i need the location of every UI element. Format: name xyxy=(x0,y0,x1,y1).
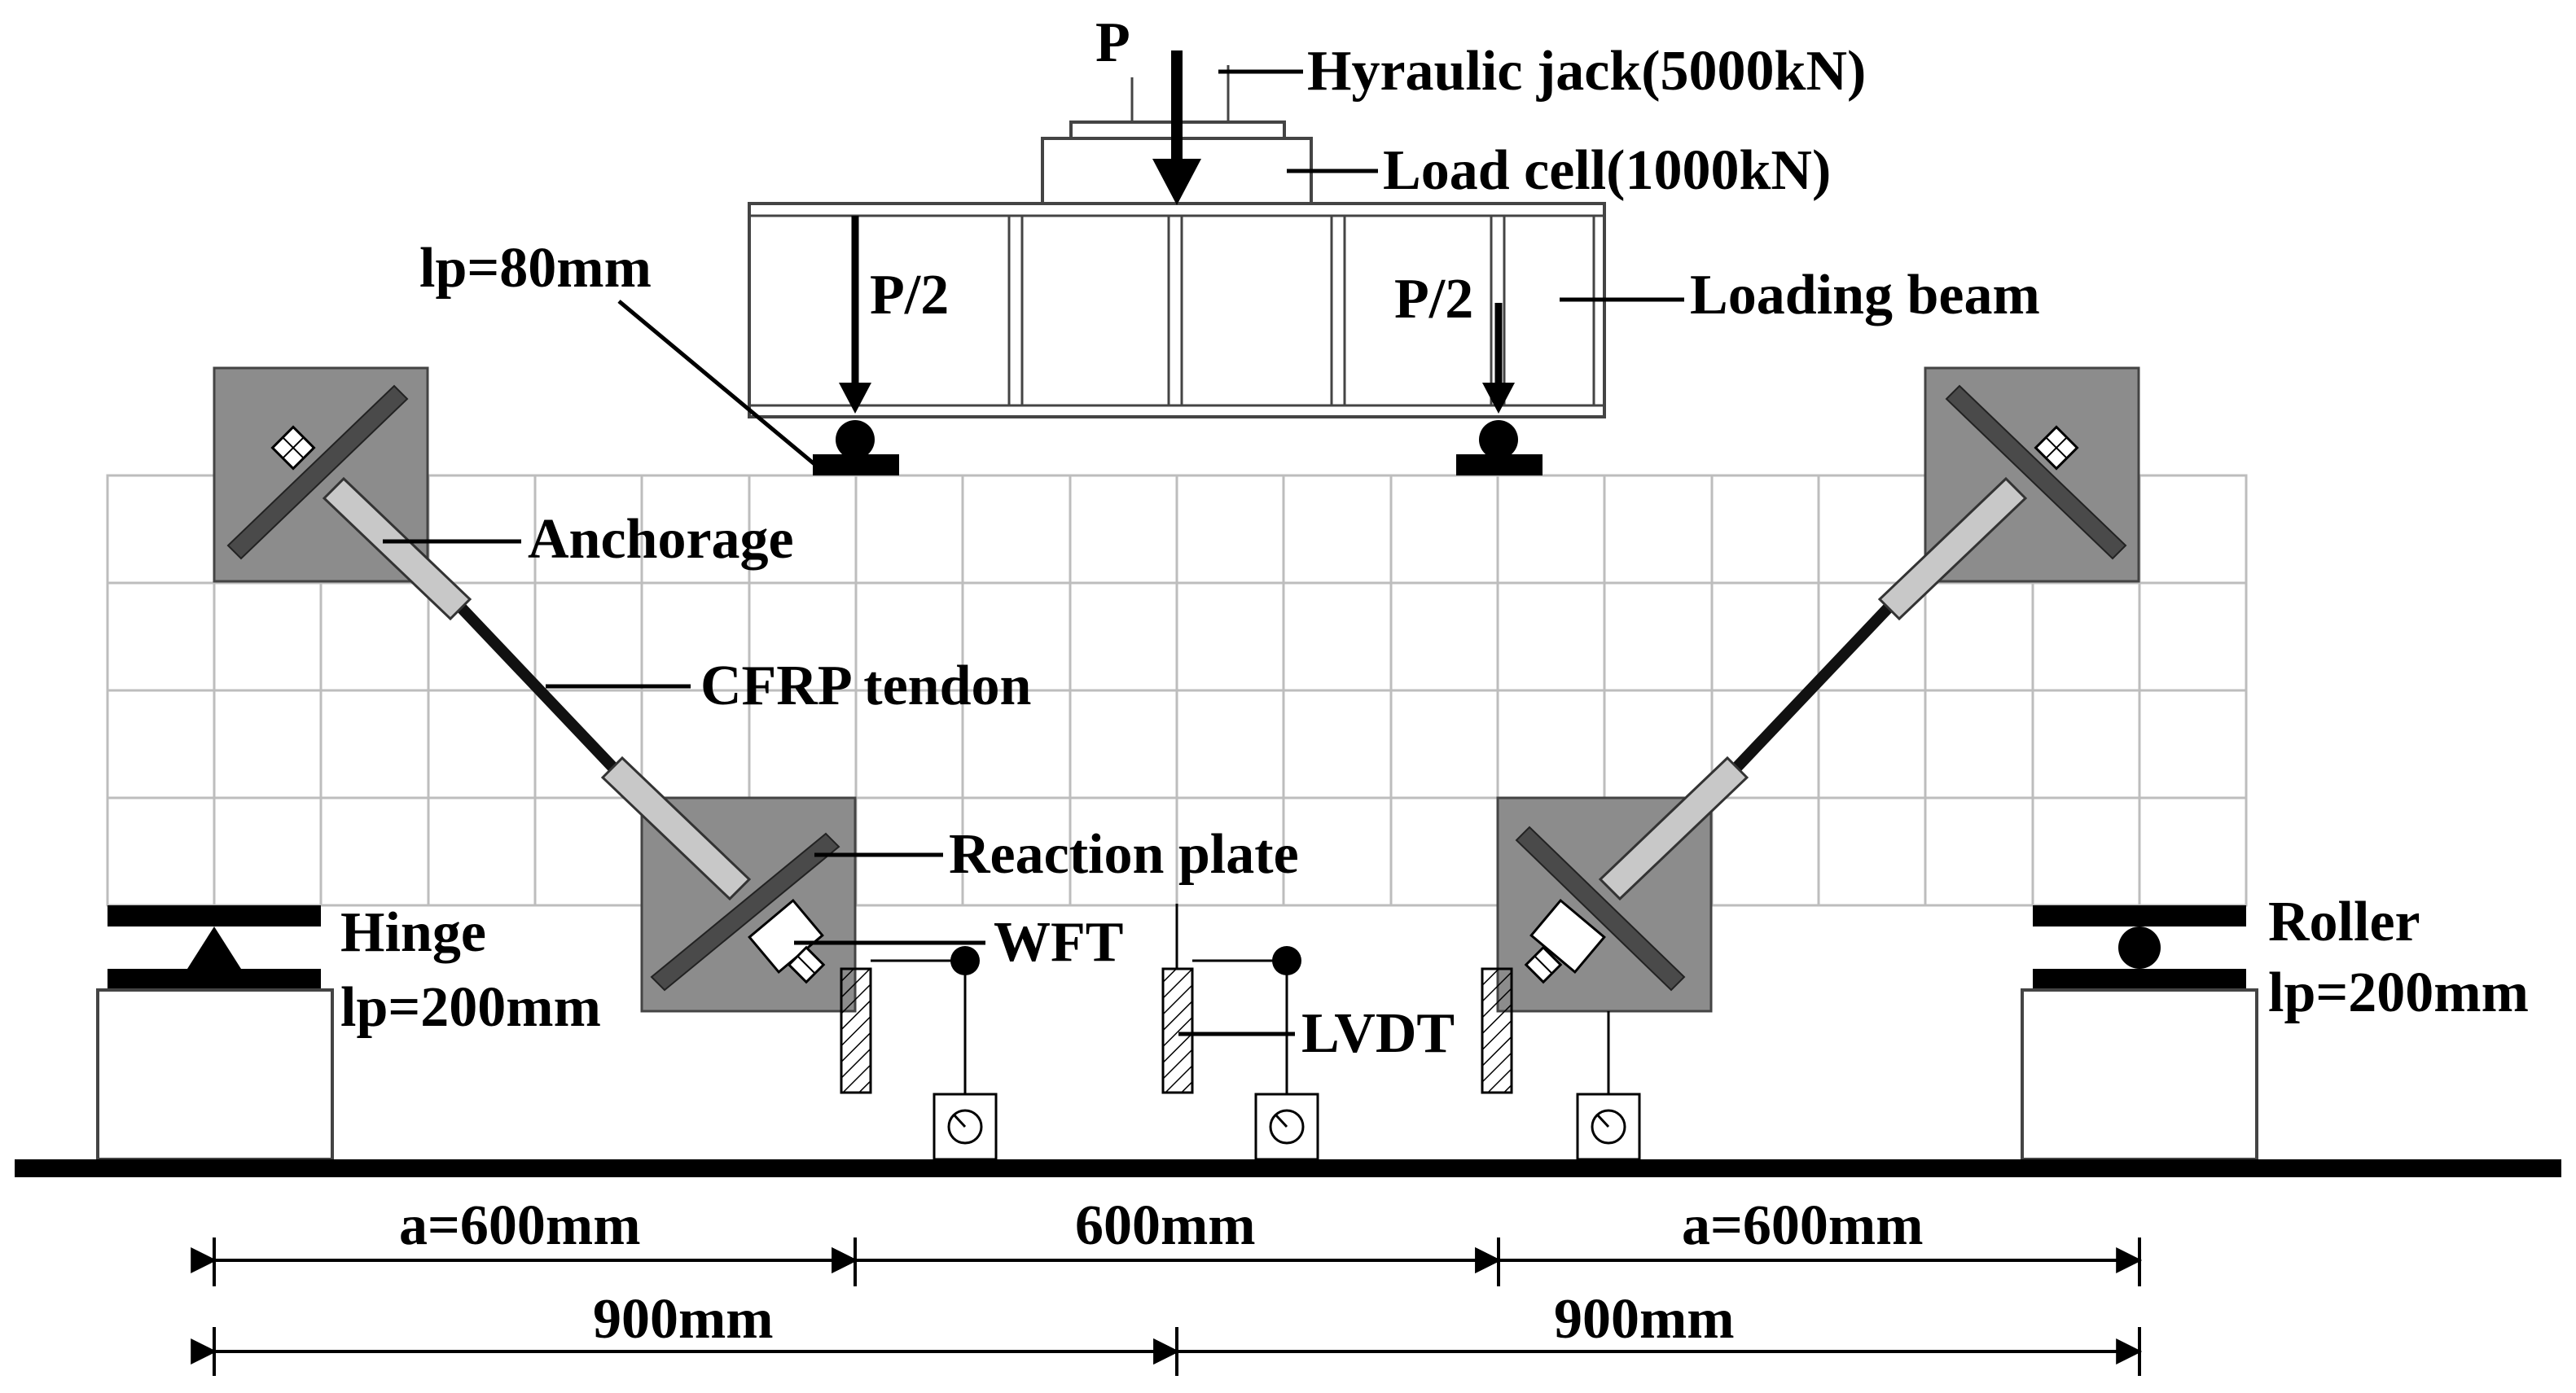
load-arrow-left xyxy=(839,216,871,414)
dim-half-right: 900mm xyxy=(1554,1288,1735,1351)
label-hydraulic-jack: Hyraulic jack(5000kN) xyxy=(1307,40,1866,103)
dimension-lines xyxy=(191,1237,2143,1376)
label-load-cell: Load cell(1000kN) xyxy=(1383,139,1831,202)
leader-lines xyxy=(383,69,1684,1036)
label-p-half-right: P/2 xyxy=(1394,268,1473,331)
ground-line xyxy=(15,1159,2561,1177)
hinge-support xyxy=(96,905,334,1161)
label-roller-lp: lp=200mm xyxy=(2268,962,2529,1024)
lvdt-middle xyxy=(1161,904,1319,1161)
label-reaction-plate: Reaction plate xyxy=(949,823,1299,886)
roller-support xyxy=(2021,905,2258,1161)
load-arrow-p xyxy=(1152,50,1201,205)
loading-beam xyxy=(748,202,1606,418)
lvdt-right xyxy=(1481,967,1641,1161)
loading-point-right xyxy=(1456,420,1543,475)
label-p-half-left: P/2 xyxy=(870,264,949,326)
label-lp80: lp=80mm xyxy=(419,237,652,300)
dim-middle: 600mm xyxy=(1075,1194,1256,1257)
label-loading-beam: Loading beam xyxy=(1690,264,2040,326)
reaction-plate-block-left xyxy=(640,796,857,1013)
label-hinge: Hinge xyxy=(340,901,486,964)
label-wft: WFT xyxy=(994,911,1123,974)
concrete-beam xyxy=(106,474,2248,907)
cfrp-tendon-left xyxy=(322,476,752,901)
label-anchorage: Anchorage xyxy=(528,508,794,571)
dim-half-left: 900mm xyxy=(593,1288,774,1351)
label-cfrp-tendon: CFRP tendon xyxy=(700,655,1031,717)
label-roller: Roller xyxy=(2268,891,2420,953)
label-hinge-lp: lp=200mm xyxy=(340,976,601,1039)
dim-a-right: a=600mm xyxy=(1682,1194,1924,1257)
dim-a-left: a=600mm xyxy=(399,1194,641,1257)
label-p: P xyxy=(1095,11,1130,74)
load-arrow-right xyxy=(1482,303,1515,414)
lvdt-left xyxy=(840,946,998,1161)
cfrp-tendon-right xyxy=(1598,476,2028,901)
label-lvdt: LVDT xyxy=(1301,1002,1455,1065)
loading-point-left xyxy=(813,420,899,475)
